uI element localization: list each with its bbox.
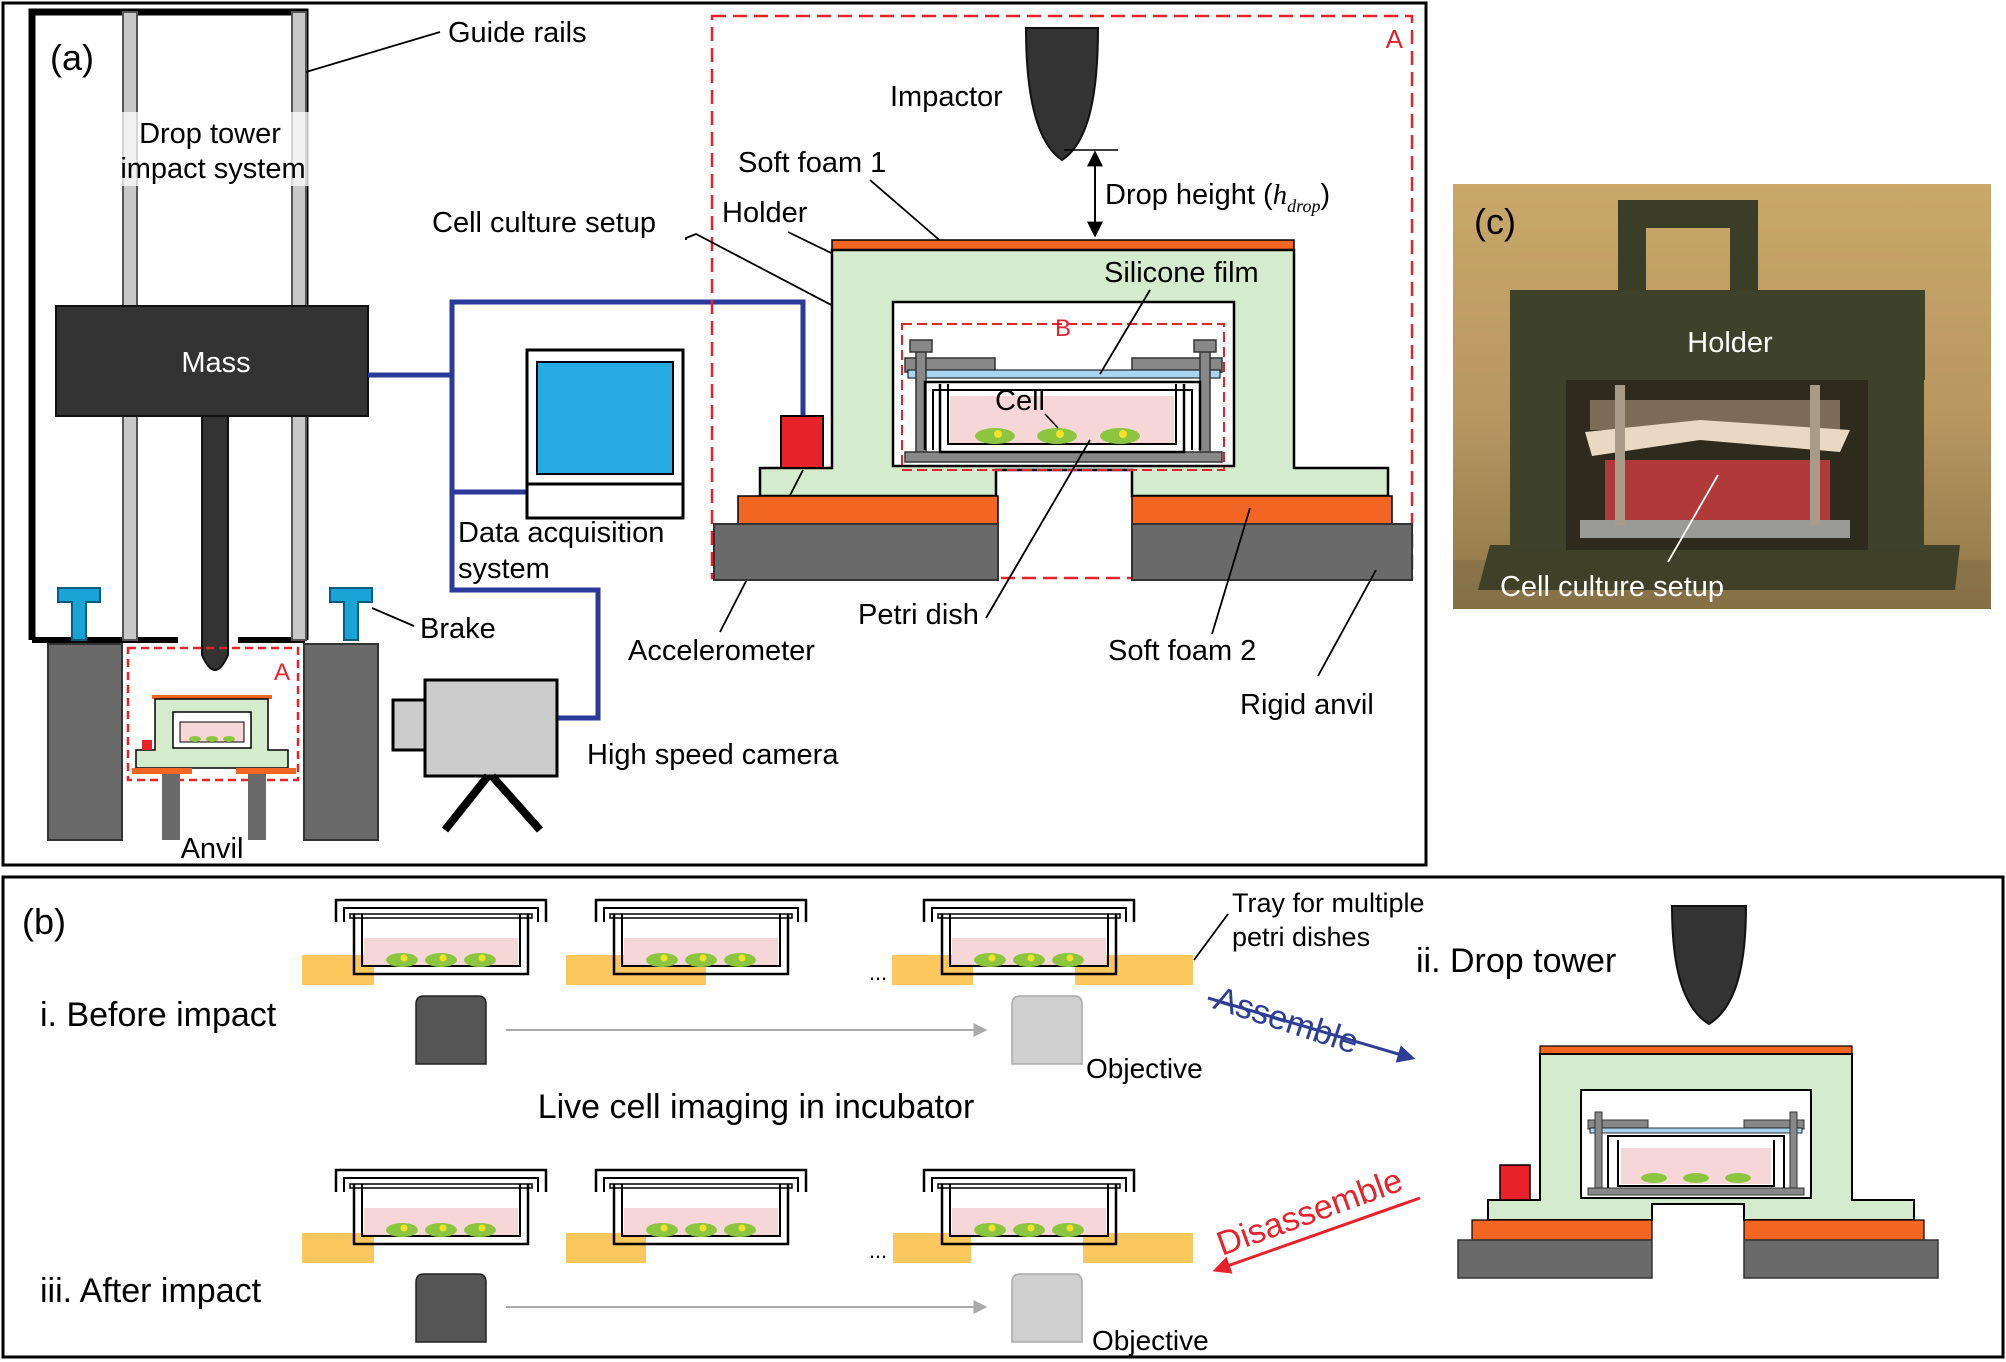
region-a-label: A <box>1386 24 1404 54</box>
panel-b-label: (b) <box>22 901 66 942</box>
petri-dish-label: Petri dish <box>858 599 979 631</box>
objective-bottom-label: Objective <box>1092 1325 1209 1356</box>
holder-cavity <box>891 300 1236 468</box>
rigid-anvil-leader <box>1317 569 1377 677</box>
brake-label: Brake <box>420 613 496 645</box>
rigid-anvil-right <box>1131 523 1413 581</box>
region-b <box>901 323 1225 471</box>
cell-culture-setup-leader <box>685 233 899 341</box>
petri-dish-leader <box>985 439 1091 619</box>
drop-height-sub: drop <box>1287 196 1320 216</box>
silicone-film-label: Silicone film <box>1104 257 1259 289</box>
region-a-small-label: A <box>274 659 290 686</box>
holder-label: Holder <box>722 197 808 229</box>
objective-bottom-before-icon <box>415 1273 487 1343</box>
drop-height-h: h <box>1273 179 1288 211</box>
soft-foam-2-label: Soft foam 2 <box>1108 635 1256 667</box>
ellipsis-bottom: ... <box>869 1238 887 1263</box>
region-a <box>710 14 1414 580</box>
tray-leader <box>1193 913 1229 961</box>
tray-bottom-seg-1 <box>302 1233 374 1263</box>
impactor-icon <box>1024 27 1100 162</box>
drop-tower-label-line2: impact system <box>120 153 305 185</box>
assemble-arrow <box>1207 996 1416 1063</box>
after-impact-label: iii. After impact <box>40 1272 262 1310</box>
impactor-b-icon <box>1670 905 1748 1026</box>
tray-label-line2: petri dishes <box>1232 922 1370 952</box>
camera-icon <box>391 678 559 833</box>
accelerometer-icon <box>780 415 824 469</box>
ellipsis-top: ... <box>869 960 887 985</box>
cell-leader <box>1044 413 1059 429</box>
accelerometer-label: Accelerometer <box>628 635 815 667</box>
objective-top-label: Objective <box>1086 1053 1203 1084</box>
live-imaging-label: Live cell imaging in incubator <box>538 1088 975 1126</box>
drop-height-text: Drop height ( <box>1105 179 1273 211</box>
soft-foam-1 <box>831 239 1295 251</box>
silicone-film <box>907 369 1221 379</box>
tray-bottom-seg-2 <box>566 1233 646 1263</box>
bolt-right <box>1199 343 1211 457</box>
guide-rails-leader <box>305 31 441 73</box>
cell-label: Cell <box>995 385 1045 417</box>
mini-setup <box>132 695 296 840</box>
tray-label-line1: Tray for multiple <box>1232 888 1425 918</box>
photo-setup-leader <box>1667 474 1719 563</box>
impactor-label: Impactor <box>890 81 1003 113</box>
brake-right <box>329 587 373 641</box>
tray-bottom-seg-4 <box>1083 1233 1193 1263</box>
photo-panel <box>1453 184 1991 609</box>
objective-icon <box>415 995 487 1065</box>
support-column-right <box>303 643 379 841</box>
cell-culture-setup-label: Cell culture setup <box>432 207 656 239</box>
panel-c-label: (c) <box>1474 201 1516 242</box>
objective-top-after-icon <box>1011 995 1083 1065</box>
soft-foam-1-leader <box>869 179 945 245</box>
rigid-anvil-label: Rigid anvil <box>1240 689 1374 721</box>
wire-mass-to-acq <box>368 299 806 420</box>
soft-foam-2-left <box>737 495 999 525</box>
silicone-film-leader <box>1099 289 1151 375</box>
wire-camera <box>449 492 601 721</box>
mass-block <box>55 305 369 417</box>
brake-left <box>57 587 101 641</box>
rigid-anvil-left <box>713 523 999 581</box>
impactor-rod <box>201 415 229 671</box>
high-speed-camera-label: High speed camera <box>587 739 839 771</box>
monitor-icon <box>525 348 685 520</box>
drop-tower-b-label: ii. Drop tower <box>1416 942 1616 980</box>
bottom-plate <box>904 451 1223 463</box>
brake-leader <box>371 607 415 627</box>
drop-height-close: ) <box>1321 179 1331 211</box>
bolt-left-head <box>909 339 933 353</box>
support-column-left <box>47 643 123 841</box>
before-impact-label: i. Before impact <box>40 996 277 1034</box>
mass-label: Mass <box>181 347 250 379</box>
drop-tower-label-line1: Drop tower <box>139 118 281 150</box>
data-acquisition-label-line1: Data acquisition <box>458 517 664 549</box>
objective-bottom-after-icon <box>1011 1273 1083 1343</box>
petri-dish-icon <box>923 380 1202 454</box>
soft-foam-2-right <box>1131 495 1393 525</box>
guide-rails-label: Guide rails <box>448 17 587 49</box>
region-a-small <box>126 646 300 782</box>
mini-assembly-b <box>1457 1045 1939 1279</box>
disassemble-arrow <box>1212 1196 1421 1274</box>
anvil-label: Anvil <box>181 833 244 865</box>
bolt-right-head <box>1193 339 1217 353</box>
drop-tower-label-bg <box>118 112 318 186</box>
tray-top-seg-1 <box>302 955 374 985</box>
soft-foam-1-label: Soft foam 1 <box>738 147 886 179</box>
photo-holder-label: Holder <box>1687 327 1773 359</box>
region-b-label: B <box>1055 315 1071 342</box>
photo-setup-label: Cell culture setup <box>1500 571 1724 603</box>
drop-height-label: Drop height (hdrop) <box>1105 179 1330 216</box>
data-acquisition-label-line2: system <box>458 553 550 585</box>
tray-bottom-seg-3 <box>893 1233 971 1263</box>
panel-a-label: (a) <box>50 37 94 78</box>
soft-foam-2-leader <box>1211 507 1251 635</box>
